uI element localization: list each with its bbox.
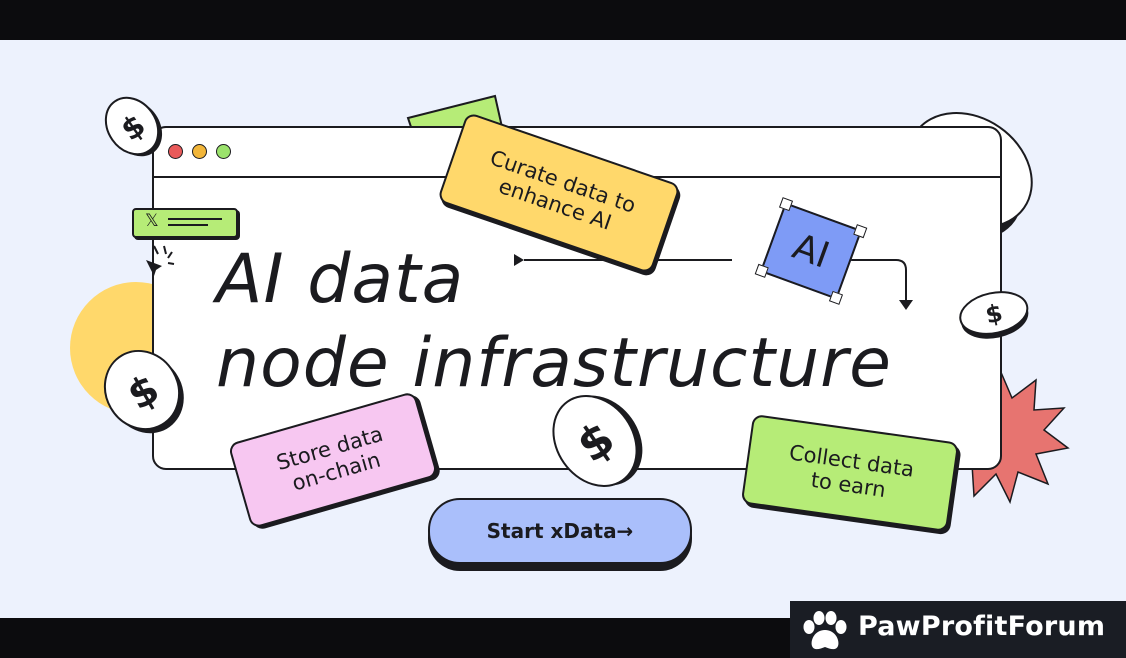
watermark-brand: PawProfitForum	[858, 611, 1106, 642]
window-maximize-dot[interactable]	[216, 144, 231, 159]
coin-dollar-icon: $	[103, 349, 184, 434]
watermark-banner: PawProfitForum	[790, 601, 1126, 658]
headline-line-1: AI data	[216, 240, 465, 319]
svg-text:$: $	[983, 299, 1005, 330]
text-line-decoration	[168, 218, 222, 220]
cursor-click-icon	[146, 245, 175, 276]
coin-dollar-icon: $	[104, 96, 163, 157]
x-social-tab[interactable]: 𝕏	[132, 208, 238, 238]
ai-badge-label: AI	[787, 225, 835, 277]
window-minimize-dot[interactable]	[192, 144, 207, 159]
coin-dollar-icon: $	[552, 395, 643, 487]
coin-dollar-icon: $	[959, 291, 1029, 339]
hero-illustration: $ AI data node infrastructure $	[0, 40, 1126, 618]
paw-icon	[803, 611, 847, 650]
headline-line-2: node infrastructure	[216, 324, 892, 403]
text-line-decoration	[168, 224, 208, 226]
start-xdata-button[interactable]: Start xData→	[428, 498, 692, 564]
x-logo-icon: 𝕏	[145, 211, 159, 231]
page-title: AI data node infrastructure	[216, 238, 892, 406]
window-close-dot[interactable]	[168, 144, 183, 159]
